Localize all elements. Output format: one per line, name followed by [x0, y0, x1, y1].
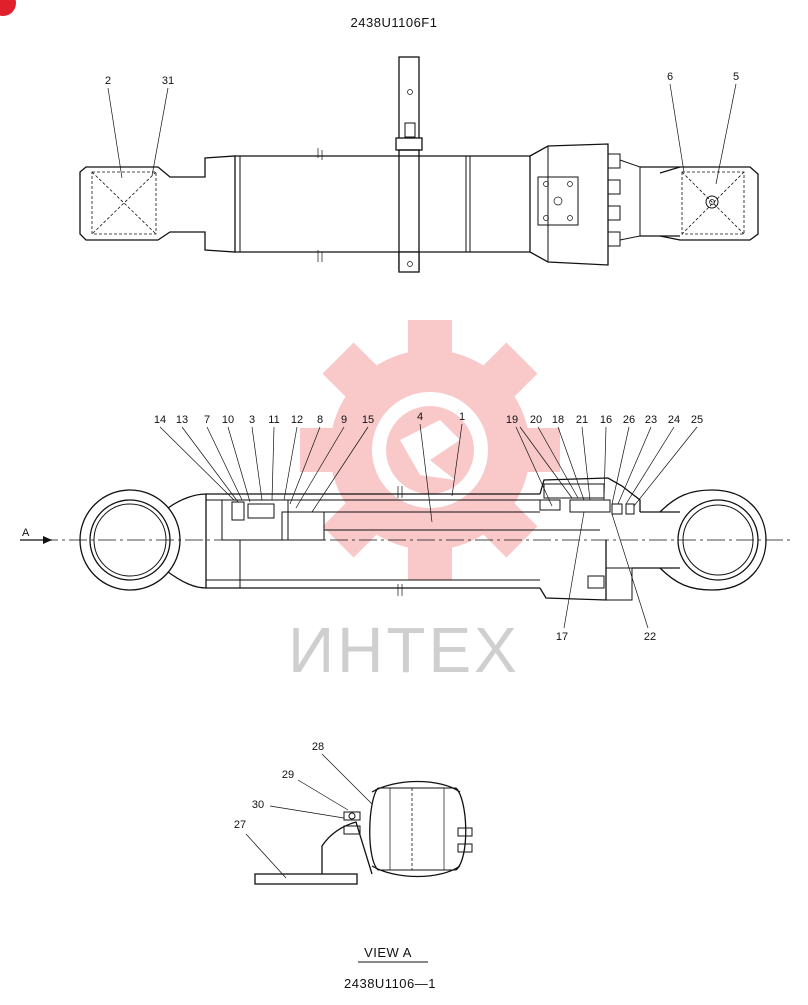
- callout-5: 5: [733, 71, 739, 83]
- callout-24: 24: [668, 414, 680, 426]
- callout-19: 19: [506, 414, 518, 426]
- callout-8: 8: [317, 414, 323, 426]
- top-view-callouts: 2 31 6 5: [105, 71, 739, 185]
- callout-11: 11: [268, 414, 279, 426]
- view-arrow-label: A: [22, 527, 30, 539]
- cylinder-top-view: [79, 56, 759, 273]
- corner-badge: [0, 0, 16, 16]
- callout-28: 28: [312, 741, 324, 753]
- section-callouts-bottom: 17 22: [556, 511, 656, 643]
- callout-27: 27: [234, 819, 246, 831]
- callout-2: 2: [105, 75, 111, 87]
- callout-12: 12: [291, 414, 303, 426]
- drawing-subtitle: 2438U1106—1: [344, 976, 436, 991]
- watermark-logo: [300, 320, 560, 580]
- section-callouts-top: 14 13 7 10 3 11 12 8 9 15 4 1 19: [154, 411, 703, 523]
- callout-15: 15: [362, 414, 374, 426]
- callout-29: 29: [282, 769, 294, 781]
- callout-16: 16: [600, 414, 612, 426]
- callout-6: 6: [667, 71, 673, 83]
- callout-21: 21: [576, 414, 588, 426]
- callout-13: 13: [176, 414, 188, 426]
- callout-9: 9: [341, 414, 347, 426]
- callout-31: 31: [162, 75, 174, 87]
- callout-23: 23: [645, 414, 657, 426]
- callout-4: 4: [417, 411, 423, 423]
- callout-7: 7: [204, 414, 210, 426]
- callout-14: 14: [154, 414, 166, 426]
- callout-30: 30: [252, 799, 264, 811]
- callout-17: 17: [556, 631, 568, 643]
- callout-10: 10: [222, 414, 234, 426]
- view-a-label: VIEW A: [364, 945, 412, 960]
- callout-26: 26: [623, 414, 635, 426]
- drawing-title: 2438U1106F1: [351, 15, 438, 30]
- view-a-callouts: 28 29 30 27: [234, 741, 373, 879]
- callout-1: 1: [459, 411, 465, 423]
- callout-25: 25: [691, 414, 703, 426]
- callout-18: 18: [552, 414, 564, 426]
- callout-3: 3: [249, 414, 255, 426]
- watermark-text: ИНТЕХ: [288, 614, 520, 686]
- callout-22: 22: [644, 631, 656, 643]
- view-a-drawing: [254, 780, 473, 885]
- callout-20: 20: [530, 414, 542, 426]
